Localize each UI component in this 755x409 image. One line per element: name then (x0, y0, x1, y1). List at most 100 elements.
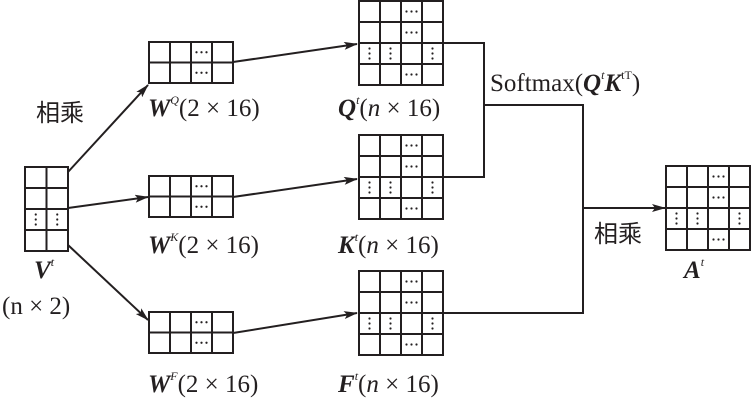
matrix-wq-ellipsis-dot (200, 51, 203, 54)
matrix-wk-ellipsis-dot (200, 185, 203, 188)
matrix-q-ellipsis-dot (431, 52, 434, 55)
matrix-k-ellipsis-dot (368, 181, 371, 184)
connector-softmax (484, 104, 584, 208)
matrix-a-ellipsis-dot (696, 217, 699, 220)
multiply-label-left: 相乘 (36, 99, 84, 127)
matrix-f-ellipsis-dot (368, 317, 371, 320)
matrix-k-ellipsis-dot (368, 191, 371, 194)
matrix-k-ellipsis-dot (410, 207, 413, 210)
arrow-v-to-wk (67, 194, 149, 209)
matrix-wf (148, 311, 234, 354)
matrix-f (358, 270, 444, 356)
matrix-q-ellipsis-dot (410, 31, 413, 34)
matrix-wq-ellipsis-dot (195, 51, 198, 54)
matrix-a-ellipsis-dot (675, 212, 678, 215)
matrix-k-ellipsis-dot (431, 191, 434, 194)
matrix-wk (148, 175, 234, 218)
matrix-a-ellipsis-dot (712, 196, 715, 199)
matrix-a-ellipsis-dot (722, 238, 725, 241)
matrix-a-ellipsis-dot (738, 217, 741, 220)
matrix-f-ellipsis-dot (410, 280, 413, 283)
multiply-label-right: 相乘 (594, 220, 642, 248)
wk-sup: K (170, 230, 179, 244)
matrix-k-ellipsis-dot (389, 186, 392, 189)
q-dims-open: ( (359, 95, 368, 122)
arrow-v-to-wf (67, 244, 149, 321)
wq-symbol: W (148, 95, 171, 122)
matrix-wk-ellipsis-dot (195, 185, 198, 188)
softmax-suffix: ) (631, 70, 641, 97)
matrix-q-ellipsis-dot (415, 31, 418, 34)
softmax-k-sup: tT (621, 68, 632, 82)
matrix-q-ellipsis-dot (431, 47, 434, 50)
a-sup: t (700, 255, 705, 269)
matrix-v-ellipsis-dot (56, 218, 59, 221)
arrow-wq-to-q (232, 41, 358, 63)
k-symbol: K (338, 232, 355, 259)
matrix-a-ellipsis-dot (717, 196, 720, 199)
wq-dims: (2 × 16) (178, 95, 260, 122)
matrix-f-ellipsis-dot (389, 327, 392, 330)
matrix-a (665, 165, 751, 251)
v-symbol: V (34, 257, 51, 284)
q-dims-rest: × 16) (380, 95, 441, 122)
softmax-k: K (604, 70, 622, 97)
f-dims-n: n (366, 371, 379, 398)
wf-dims: (2 × 16) (177, 371, 259, 398)
matrix-v-ellipsis-dot (34, 223, 37, 226)
matrix-q-ellipsis-dot (415, 73, 418, 76)
q-sup: t (356, 93, 360, 107)
matrix-k-ellipsis-dot (389, 191, 392, 194)
k-dims-rest: × 16) (378, 232, 439, 259)
matrix-k-ellipsis-dot (368, 186, 371, 189)
arrow-v-to-wq (67, 84, 149, 173)
wf-sup: F (170, 369, 178, 383)
matrix-f-ellipsis-dot (415, 343, 418, 346)
matrix-k-ellipsis-dot (431, 181, 434, 184)
arrow-wk-to-k (232, 176, 358, 198)
matrix-wq-ellipsis-dot (205, 51, 208, 54)
f-dims-open: ( (358, 371, 367, 398)
matrix-f-ellipsis-dot (415, 301, 418, 304)
arrow-wf-to-f (232, 311, 358, 334)
matrix-v (24, 166, 69, 252)
matrix-q-ellipsis-dot (389, 52, 392, 55)
matrix-wk-ellipsis-dot (200, 205, 203, 208)
matrix-a-ellipsis-dot (738, 212, 741, 215)
softmax-prefix: Softmax( (490, 70, 584, 97)
wk-symbol: W (148, 232, 171, 259)
matrix-f-ellipsis-dot (431, 322, 434, 325)
matrix-a-ellipsis-dot (675, 222, 678, 225)
label-v: Vt (34, 255, 55, 284)
matrix-f-ellipsis-dot (389, 317, 392, 320)
matrix-wk-ellipsis-dot (205, 185, 208, 188)
matrix-q-ellipsis-dot (431, 57, 434, 60)
matrix-wf-ellipsis-dot (200, 341, 203, 344)
matrix-k (358, 134, 444, 220)
matrix-wk-ellipsis-dot (195, 205, 198, 208)
matrix-wq (148, 41, 234, 84)
matrix-wf-ellipsis-dot (195, 321, 198, 324)
v-sup: t (50, 255, 55, 269)
wf-symbol: W (148, 371, 171, 398)
q-symbol: Q (338, 95, 357, 122)
matrix-f-ellipsis-dot (431, 317, 434, 320)
matrix-f-ellipsis-dot (389, 322, 392, 325)
matrix-k-ellipsis-dot (410, 144, 413, 147)
label-wk: WK(2 × 16) (148, 230, 259, 259)
f-dims-rest: × 16) (378, 371, 439, 398)
f-sup: t (354, 369, 359, 383)
label-f: Ft(n × 16) (338, 369, 439, 398)
matrix-a-ellipsis-dot (717, 238, 720, 241)
matrix-k-ellipsis-dot (405, 207, 408, 210)
matrix-k-ellipsis-dot (415, 207, 418, 210)
connector-q-k (443, 42, 485, 178)
matrix-q-ellipsis-dot (405, 31, 408, 34)
matrix-wq-ellipsis-dot (200, 71, 203, 74)
matrix-q-ellipsis-dot (410, 73, 413, 76)
matrix-f-ellipsis-dot (415, 280, 418, 283)
matrix-a-ellipsis-dot (696, 212, 699, 215)
label-wf: WF(2 × 16) (148, 369, 259, 398)
matrix-k-ellipsis-dot (405, 165, 408, 168)
